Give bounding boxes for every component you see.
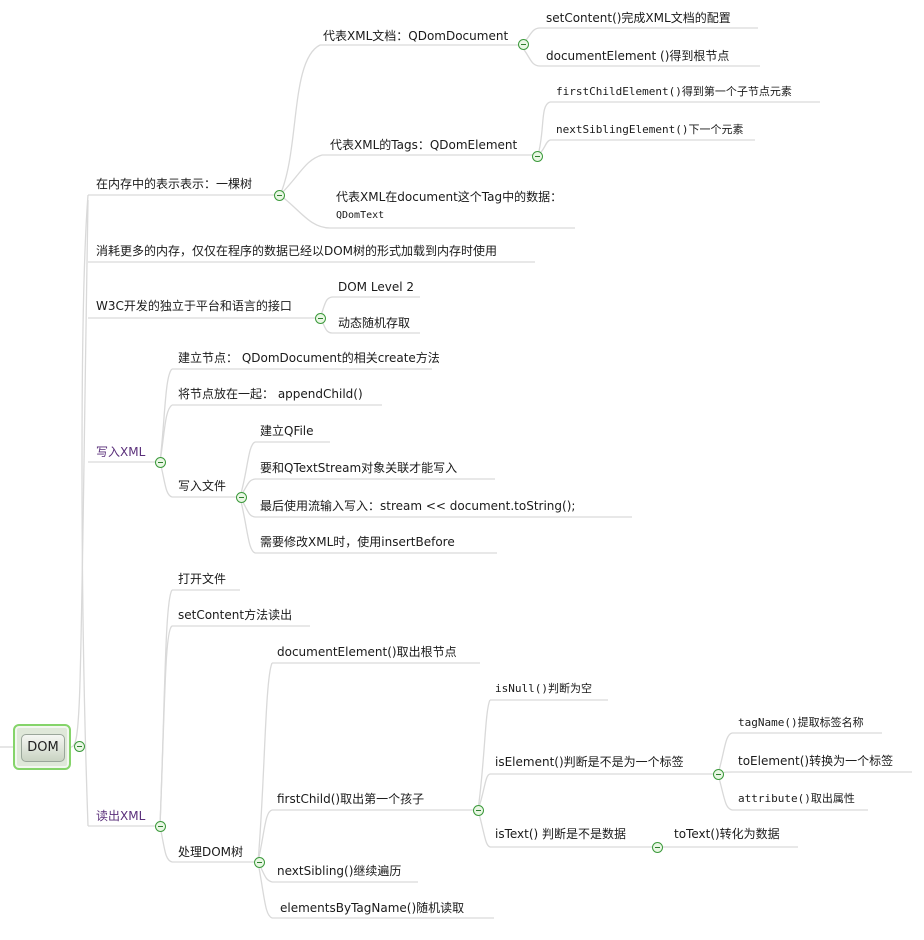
qdomdocument-collapse-toggle[interactable] [518,39,529,50]
node-documentelement-root[interactable]: documentElement ()得到根节点 [546,49,730,63]
node-qdomtext-line2: QDomText [336,210,385,221]
w3c-collapse-toggle[interactable] [315,313,326,324]
node-setcontent-read[interactable]: setContent方法读出 [178,608,293,622]
node-nextsibling[interactable]: nextSibling()继续遍历 [277,864,402,878]
node-write-file[interactable]: 写入文件 [178,479,227,493]
node-isnull[interactable]: isNull()判断为空 [495,682,592,695]
node-qtextstream[interactable]: 要和QTextStream对象关联才能写入 [260,461,458,475]
node-write-xml[interactable]: 写入XML [96,445,146,459]
node-create-qfile[interactable]: 建立QFile [260,424,314,438]
node-toelement[interactable]: toElement()转换为一个标签 [738,754,894,768]
read-collapse-toggle[interactable] [155,821,166,832]
root-collapse-toggle[interactable] [74,741,85,752]
root-node-label: DOM [21,734,65,762]
process-dom-collapse-toggle[interactable] [254,857,265,868]
istext-collapse-toggle[interactable] [652,842,663,853]
write-collapse-toggle[interactable] [155,457,166,468]
node-qdomtext-line1[interactable]: 代表XML在document这个Tag中的数据： [336,190,563,204]
root-node[interactable]: DOM [13,724,71,770]
node-process-dom-tree[interactable]: 处理DOM树 [178,845,244,859]
node-firstchildelement[interactable]: firstChildElement()得到第一个子节点元素 [556,85,792,98]
qdomelement-collapse-toggle[interactable] [532,151,543,162]
node-setcontent-config[interactable]: setContent()完成XML文档的配置 [546,11,731,25]
node-consume-memory[interactable]: 消耗更多的内存，仅仅在程序的数据已经以DOM树的形式加载到内存时使用 [96,244,498,258]
firstchild-collapse-toggle[interactable] [473,805,484,816]
node-w3c-interface[interactable]: W3C开发的独立于平台和语言的接口 [96,299,292,313]
node-append-child[interactable]: 将节点放在一起： appendChild() [178,387,363,401]
node-create-node[interactable]: 建立节点： QDomDocument的相关create方法 [178,351,440,365]
node-firstchild[interactable]: firstChild()取出第一个孩子 [277,792,425,806]
node-dynamic-random-access[interactable]: 动态随机存取 [338,316,411,330]
node-read-documentelement[interactable]: documentElement()取出根节点 [277,645,457,659]
node-tagname[interactable]: tagName()提取标签名称 [738,716,864,729]
node-qdomdocument[interactable]: 代表XML文档：QDomDocument [323,29,509,43]
node-elementsbytagname[interactable]: elementsByTagName()随机读取 [280,901,465,915]
node-open-file[interactable]: 打开文件 [178,572,227,586]
node-totext[interactable]: toText()转化为数据 [674,827,780,841]
node-istext[interactable]: isText() 判断是不是数据 [495,827,627,841]
node-qdomelement[interactable]: 代表XML的Tags：QDomElement [330,138,518,152]
node-attribute[interactable]: attribute()取出属性 [738,792,855,805]
node-insertbefore[interactable]: 需要修改XML时，使用insertBefore [260,535,455,549]
memory-collapse-toggle[interactable] [274,190,285,201]
node-iselement[interactable]: isElement()判断是不是为一个标签 [495,755,684,769]
iselement-collapse-toggle[interactable] [713,769,724,780]
node-read-xml[interactable]: 读出XML [96,809,146,823]
node-nextsiblingelement[interactable]: nextSiblingElement()下一个元素 [556,123,744,136]
node-dom-level-2[interactable]: DOM Level 2 [338,280,414,294]
node-stream-output[interactable]: 最后使用流输入写入：stream << document.toString(); [260,499,576,513]
node-memory-representation[interactable]: 在内存中的表示表示：一棵树 [96,177,253,191]
write-file-collapse-toggle[interactable] [236,492,247,503]
